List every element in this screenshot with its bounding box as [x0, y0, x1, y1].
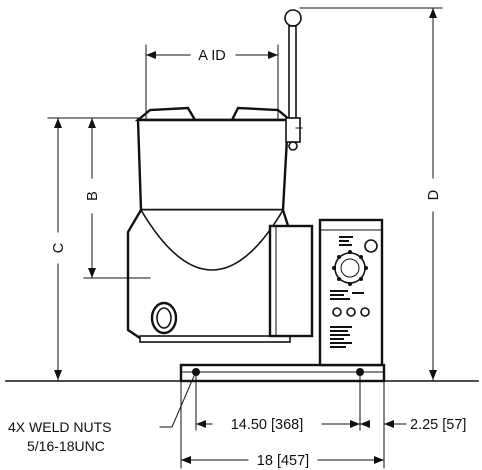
- dimension-c: [47, 117, 85, 381]
- weld-nuts-note-line2: 5/16-18UNC: [27, 438, 105, 454]
- base-frame: [179, 363, 386, 383]
- tilt-handle: [284, 9, 303, 151]
- dimension-side-offset-label: 2.25 [57]: [410, 417, 466, 433]
- dimension-a-label: A ID: [198, 48, 225, 64]
- dimension-bolt-spacing: [195, 420, 361, 428]
- kettle-body: [126, 106, 314, 343]
- control-box: [318, 218, 384, 367]
- dimension-a: [145, 44, 279, 119]
- dimension-d-label: D: [426, 190, 442, 200]
- weld-nut-leader: [159, 375, 195, 428]
- weld-nuts-note-line1: 4X WELD NUTS: [8, 419, 111, 435]
- dimension-b: [83, 117, 151, 279]
- dimension-bolt-spacing-label: 14.50 [368]: [231, 417, 304, 433]
- dimension-b-label: B: [85, 191, 101, 201]
- dimension-d: [299, 7, 443, 381]
- dimension-overall-width: [180, 456, 385, 464]
- dimension-side-offset: [359, 420, 407, 428]
- dimension-overall-width-label: 18 [457]: [257, 453, 309, 469]
- dimension-c-label: C: [51, 243, 67, 253]
